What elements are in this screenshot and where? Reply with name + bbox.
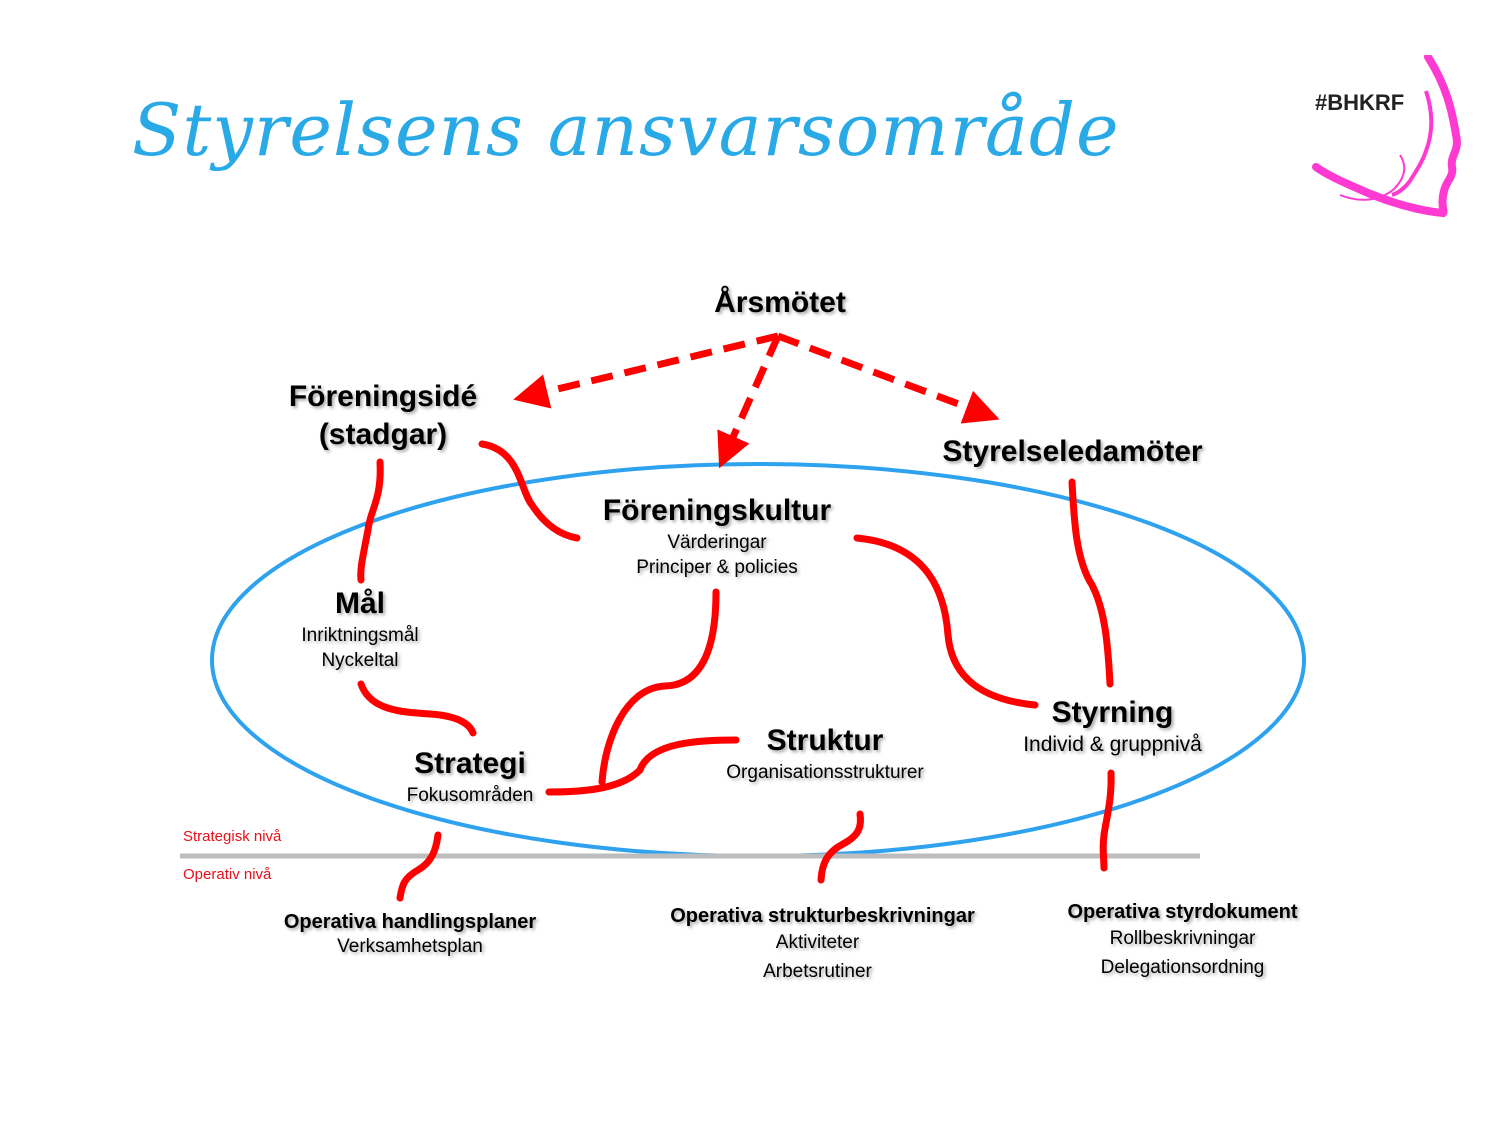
strategi-line-1: Fokusområden — [406, 785, 534, 806]
handlingsplaner-title: Operativa handlingsplaner — [283, 911, 537, 933]
styrdokument-title: Operativa styrdokument — [1067, 901, 1298, 923]
connector-strategi-operativ — [396, 831, 442, 902]
connector-mal-strategi — [357, 680, 477, 737]
page-title: Styrelsens ansvarsområde — [132, 88, 1120, 172]
styrning-title: Styrning — [1051, 696, 1174, 729]
node-foreningskultur: Föreningskultur Värderingar Principer & … — [582, 492, 852, 580]
level-label-operative: Operativ nivå — [183, 866, 272, 883]
arrow-to-styrelseledamoter — [776, 332, 1000, 424]
foreningskultur-line-2: Principer & policies — [636, 557, 798, 578]
handlingsplaner-line-1: Verksamhetsplan — [337, 936, 483, 957]
connectors — [357, 440, 1115, 902]
foreningskultur-title: Föreningskultur — [602, 494, 832, 527]
operative-styrdokument: Operativa styrdokument Rollbeskrivningar… — [1040, 900, 1325, 982]
arrow-to-foreningskultur — [717, 334, 782, 469]
struktur-title: Struktur — [766, 724, 884, 757]
connector-ledamoter-styrning — [1068, 478, 1114, 688]
strategi-title: Strategi — [414, 747, 526, 780]
arsmotet-title: Årsmötet — [714, 286, 846, 319]
styrdokument-line-2: Delegationsordning — [1100, 957, 1265, 978]
connector-idea-kultur — [478, 440, 581, 542]
arsmotet-arrows — [513, 332, 1000, 469]
node-strategi: Strategi Fokusområden — [380, 745, 560, 808]
logo-face-line — [1339, 154, 1406, 201]
node-styrning: Styrning Individ & gruppnivå — [995, 694, 1230, 757]
strukturbeskrivningar-title: Operativa strukturbeskrivningar — [670, 905, 975, 927]
struktur-line-1: Organisationsstrukturer — [726, 762, 924, 783]
styrning-line-1: Individ & gruppnivå — [1023, 733, 1202, 756]
operative-strukturbeskrivningar: Operativa strukturbeskrivningar Aktivite… — [640, 904, 1005, 986]
logo-text: #BHKRF — [1315, 90, 1405, 115]
styrelseledamoter-title: Styrelseledamöter — [942, 435, 1203, 468]
arrow-to-foreningside — [513, 332, 779, 409]
mal-line-2: Nyckeltal — [321, 650, 399, 671]
foreningside-title: Föreningsidé — [288, 380, 478, 413]
connector-kultur-styrning — [853, 534, 1039, 709]
strukturbeskrivningar-line-1: Aktiviteter — [775, 932, 860, 953]
logo-face-inner — [1391, 90, 1434, 197]
node-mal: Mål Inriktningsmål Nyckeltal — [270, 585, 450, 673]
connector-styrning-operativ — [1099, 769, 1115, 872]
foreningskultur-line-1: Värderingar — [667, 532, 767, 553]
foreningside-subtitle: (stadgar) — [318, 418, 448, 451]
connector-struktur-operativ — [817, 810, 864, 884]
strukturbeskrivningar-line-2: Arbetsrutiner — [763, 961, 872, 982]
styrdokument-line-1: Rollbeskrivningar — [1109, 928, 1256, 949]
node-foreningside: Föreningsidé (stadgar) — [263, 378, 503, 454]
level-label-strategic: Strategisk nivå — [183, 828, 282, 845]
node-arsmotet: Årsmötet — [690, 284, 870, 322]
bhkrf-logo — [1312, 55, 1461, 218]
logo-face-outline — [1312, 55, 1461, 218]
mal-title: Mål — [334, 587, 385, 620]
connector-kultur-strategi — [598, 588, 720, 786]
mal-line-1: Inriktningsmål — [301, 625, 419, 646]
node-styrelseledamoter: Styrelseledamöter — [930, 433, 1215, 471]
operative-handlingsplaner: Operativa handlingsplaner Verksamhetspla… — [260, 910, 560, 959]
connector-strategi-struktur — [545, 736, 740, 796]
connector-idea-mal — [357, 458, 384, 584]
node-struktur: Struktur Organisationsstrukturer — [700, 722, 950, 785]
